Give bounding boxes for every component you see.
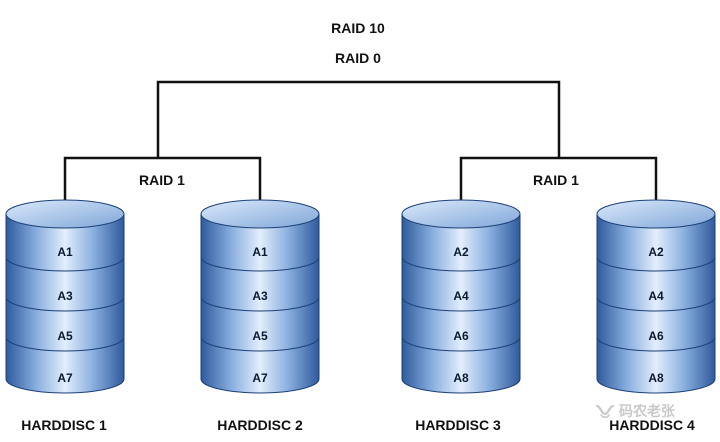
connector-lines xyxy=(63,80,658,208)
raid1-left-connector xyxy=(63,156,262,208)
title-raid10: RAID 10 xyxy=(331,20,385,36)
harddisc-1: A1 A3 A5 A7 HARDDISC 1 xyxy=(5,199,125,433)
block-label: A7 xyxy=(252,371,268,385)
disk-name: HARDDISC 4 xyxy=(609,417,695,433)
harddisc-4: A2 A4 A6 A8 HARDDISC 4 xyxy=(596,199,716,433)
disk-body xyxy=(596,213,716,394)
block-label: A4 xyxy=(648,289,664,303)
disk-top xyxy=(200,199,320,229)
block-label: A7 xyxy=(57,371,73,385)
label-raid1-left: RAID 1 xyxy=(139,172,185,188)
block-label: A6 xyxy=(453,329,469,343)
disk-divider xyxy=(200,296,320,312)
block-label: A8 xyxy=(453,371,469,385)
disk-divider xyxy=(401,296,521,312)
disk-divider xyxy=(200,336,320,352)
disk-body xyxy=(401,213,521,394)
disk-divider xyxy=(596,256,716,272)
disk-top xyxy=(401,199,521,229)
block-label: A1 xyxy=(57,245,73,259)
disk-name: HARDDISC 2 xyxy=(217,417,303,433)
disk-name: HARDDISC 3 xyxy=(415,417,501,433)
block-label: A2 xyxy=(648,245,664,259)
block-label: A5 xyxy=(57,329,73,343)
disk-top xyxy=(5,199,125,229)
disk-divider xyxy=(5,296,125,312)
block-label: A8 xyxy=(648,371,664,385)
disk-divider xyxy=(596,336,716,352)
harddisc-2: A1 A3 A5 A7 HARDDISC 2 xyxy=(200,199,320,433)
raid0-connector xyxy=(156,80,561,158)
block-label: A2 xyxy=(453,245,469,259)
label-raid0: RAID 0 xyxy=(335,50,381,66)
disk-divider xyxy=(401,336,521,352)
block-label: A5 xyxy=(252,329,268,343)
label-raid1-right: RAID 1 xyxy=(533,172,579,188)
disk-divider xyxy=(596,296,716,312)
block-label: A1 xyxy=(252,245,268,259)
disk-divider xyxy=(5,256,125,272)
raid1-right-connector xyxy=(459,156,658,208)
wechat-channel-icon xyxy=(595,404,615,419)
disk-top xyxy=(596,199,716,229)
disk-divider xyxy=(401,256,521,272)
watermark: 码农老张 xyxy=(595,397,713,425)
block-label: A6 xyxy=(648,329,664,343)
disk-body xyxy=(5,213,125,394)
block-label: A4 xyxy=(453,289,469,303)
block-label: A3 xyxy=(57,289,73,303)
harddisc-3: A2 A4 A6 A8 HARDDISC 3 xyxy=(401,199,521,433)
disk-name: HARDDISC 1 xyxy=(21,417,107,433)
disk-body xyxy=(200,213,320,394)
block-label: A3 xyxy=(252,289,268,303)
disk-divider xyxy=(200,256,320,272)
watermark-text: 码农老张 xyxy=(619,404,675,420)
disk-divider xyxy=(5,336,125,352)
